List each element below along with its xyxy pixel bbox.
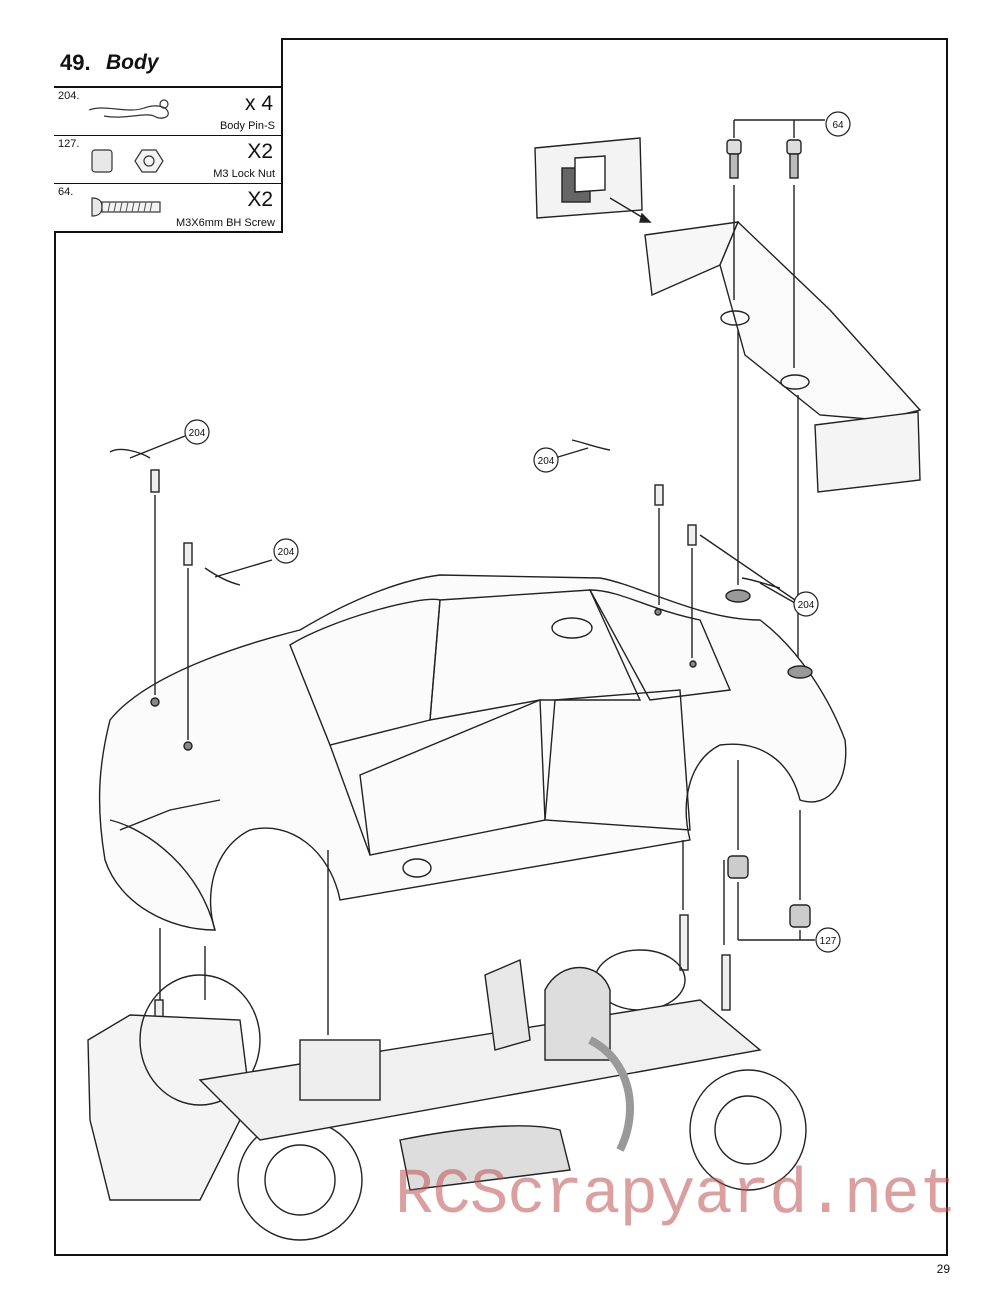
lock-nut-icon: [91, 149, 164, 173]
parts-list-box: 49. Body 204. x 4 Body Pin-S 127. X2 M3 …: [54, 38, 283, 233]
step-header: 49. Body: [54, 38, 281, 88]
part-number: 204.: [58, 90, 80, 102]
part-number: 64.: [58, 186, 74, 198]
callout-64: 64: [825, 111, 851, 137]
part-quantity: x 4: [244, 92, 273, 115]
rear-wing-illustration: [644, 220, 922, 660]
step-title: Body: [106, 51, 159, 74]
body-pin-icon: [88, 99, 169, 119]
svg-text:127: 127: [820, 936, 837, 947]
svg-text:64: 64: [832, 120, 844, 131]
svg-text:204: 204: [189, 428, 206, 439]
screw-icon: [91, 197, 161, 217]
lock-nuts: [727, 760, 815, 941]
part-name: M3X6mm BH Screw: [175, 217, 275, 229]
step-number: 49.: [60, 50, 91, 75]
page-frame: [54, 38, 948, 1256]
part-quantity: X2: [247, 140, 273, 163]
callout-127: 127: [815, 927, 841, 953]
part-name: M3 Lock Nut: [213, 168, 275, 180]
page-number: 29: [936, 1262, 950, 1276]
part-row: 64. X2 M3X6mm BH Screw: [54, 184, 281, 232]
callout-204-front-side: 204: [273, 538, 299, 564]
callout-204-front-top: 204: [184, 419, 210, 445]
part-name: Body Pin-S: [219, 120, 275, 132]
svg-text:204: 204: [278, 547, 295, 558]
callout-204-rear-right: 204: [793, 591, 819, 617]
callout-204-rear-left: 204: [533, 447, 559, 473]
svg-text:204: 204: [538, 456, 555, 467]
svg-text:204: 204: [798, 600, 815, 611]
body-posts: [109, 435, 796, 740]
part-row: 127. X2 M3 Lock Nut: [54, 136, 281, 184]
part-quantity: X2: [247, 188, 273, 211]
chassis-illustration: [87, 840, 807, 1241]
part-number: 127.: [58, 138, 80, 150]
watermark: RCScrapyard.net: [395, 1160, 957, 1232]
part-row: 204. x 4 Body Pin-S: [54, 88, 281, 136]
car-body-shell: [98, 574, 847, 931]
wing-screws: [726, 119, 825, 368]
decal-sheet-illustration: [534, 137, 652, 223]
